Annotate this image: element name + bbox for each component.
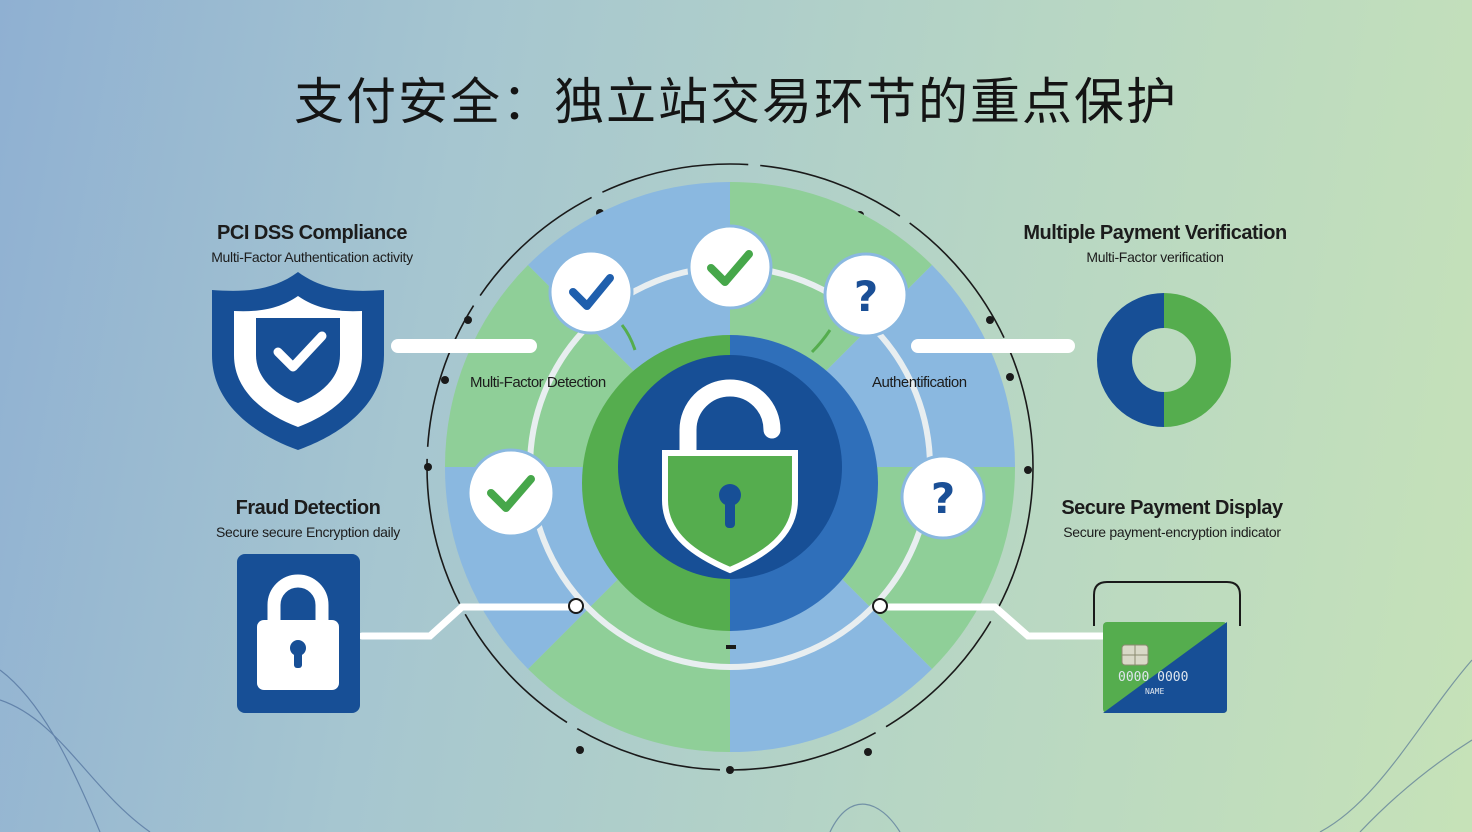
badge-question-lower-right: ? <box>900 454 986 540</box>
feature-pci: PCI DSS Compliance Multi-Factor Authenti… <box>152 222 472 265</box>
badge-check-blue <box>548 249 634 335</box>
feature-pci-subtitle: Multi-Factor Authentication activity <box>211 249 413 265</box>
bottom-tick <box>726 645 736 649</box>
connector-node-right <box>872 598 888 614</box>
inner-label-right: Authentification <box>872 374 967 391</box>
connector-node-left <box>568 598 584 614</box>
central-padlock-icon <box>662 379 798 574</box>
connectors <box>358 339 1114 640</box>
background-waves <box>0 659 1472 832</box>
feature-fraud-subtitle: Secure secure Encryption daily <box>216 524 400 540</box>
feature-fraud-heading: Fraud Detection <box>235 497 381 519</box>
sprouts <box>620 324 832 354</box>
shield-check-icon <box>212 272 384 450</box>
badge-check-left <box>466 448 556 538</box>
feature-verify-subtitle: Multi-Factor verification <box>1086 249 1224 265</box>
feature-fraud: Fraud Detection Secure secure Encryption… <box>148 497 468 540</box>
page-title: 支付安全：独立站交易环节的重点保护 <box>294 73 1178 131</box>
credit-card-icon: 0000 0000 NAME <box>1093 581 1241 713</box>
svg-text:?: ? <box>931 474 955 523</box>
inner-label-left: Multi-Factor Detection <box>470 374 606 391</box>
donut-icon <box>1097 293 1231 427</box>
feature-display: Secure Payment Display Secure payment-en… <box>1012 497 1332 540</box>
padlock-icon <box>237 554 360 713</box>
badge-question-right: ? <box>823 252 909 338</box>
feature-display-subtitle: Secure payment-encryption indicator <box>1063 524 1281 540</box>
feature-verify-heading: Multiple Payment Verification <box>1023 222 1287 244</box>
feature-verify: Multiple Payment Verification Multi-Fact… <box>995 222 1315 265</box>
feature-display-heading: Secure Payment Display <box>1061 497 1283 519</box>
card-number: 0000 0000 <box>1118 670 1188 685</box>
badge-check-top <box>687 224 773 310</box>
feature-pci-heading: PCI DSS Compliance <box>217 222 407 244</box>
card-name: NAME <box>1145 687 1164 696</box>
svg-text:?: ? <box>854 272 878 321</box>
